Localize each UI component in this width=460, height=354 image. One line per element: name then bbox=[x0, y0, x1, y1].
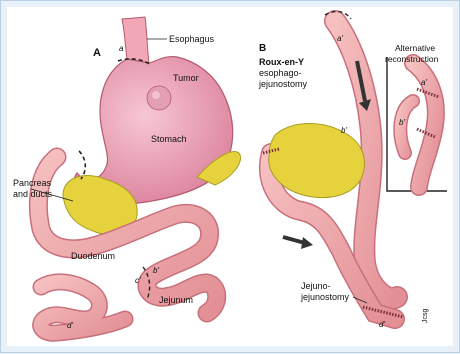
inset-title-2: reconstruction bbox=[385, 54, 439, 64]
inset-title-1: Alternative bbox=[395, 43, 435, 53]
panel-b-title-3: jejunostomy bbox=[258, 79, 308, 89]
cut-label-b: b' bbox=[153, 266, 159, 275]
label-stomach: Stomach bbox=[151, 134, 187, 144]
label-tumor: Tumor bbox=[173, 73, 199, 83]
cut-label-c: c' bbox=[135, 276, 141, 285]
panel-b-letter: B bbox=[259, 43, 266, 54]
panel-b-title-2: esophago- bbox=[259, 68, 302, 78]
cut-label-b-d: d' bbox=[379, 320, 385, 329]
label-duodenum: Duodenum bbox=[71, 251, 115, 261]
cut-label-a: a bbox=[119, 44, 124, 53]
label-jejuno-2: jejunostomy bbox=[300, 292, 350, 302]
flow-arrow-right bbox=[283, 237, 305, 243]
cut-label-b-b: b' bbox=[341, 126, 347, 135]
flow-arrowhead-right bbox=[301, 237, 313, 249]
tumor-mass bbox=[147, 86, 171, 110]
cut-label-d: d' bbox=[67, 321, 73, 330]
panel-a-letter: A bbox=[93, 47, 101, 59]
label-pancreas-2: and ducts bbox=[13, 189, 53, 199]
esophagus-tube bbox=[122, 17, 149, 63]
label-esophagus: Esophagus bbox=[169, 34, 215, 44]
cut-label-b-a: a' bbox=[337, 34, 343, 43]
artist-signature: Jcsg bbox=[422, 309, 429, 324]
inset-cut-a: a' bbox=[421, 78, 427, 87]
inset-cut-b: b' bbox=[399, 118, 405, 127]
tumor-highlight bbox=[152, 91, 160, 99]
label-jejuno-1: Jejuno- bbox=[301, 281, 331, 291]
cut-line-duodenum bbox=[79, 151, 85, 179]
label-pancreas-1: Pancreas bbox=[13, 178, 52, 188]
panel-b-title-1: Roux-en-Y bbox=[259, 57, 304, 67]
label-jejunum: Jejunum bbox=[159, 295, 193, 305]
